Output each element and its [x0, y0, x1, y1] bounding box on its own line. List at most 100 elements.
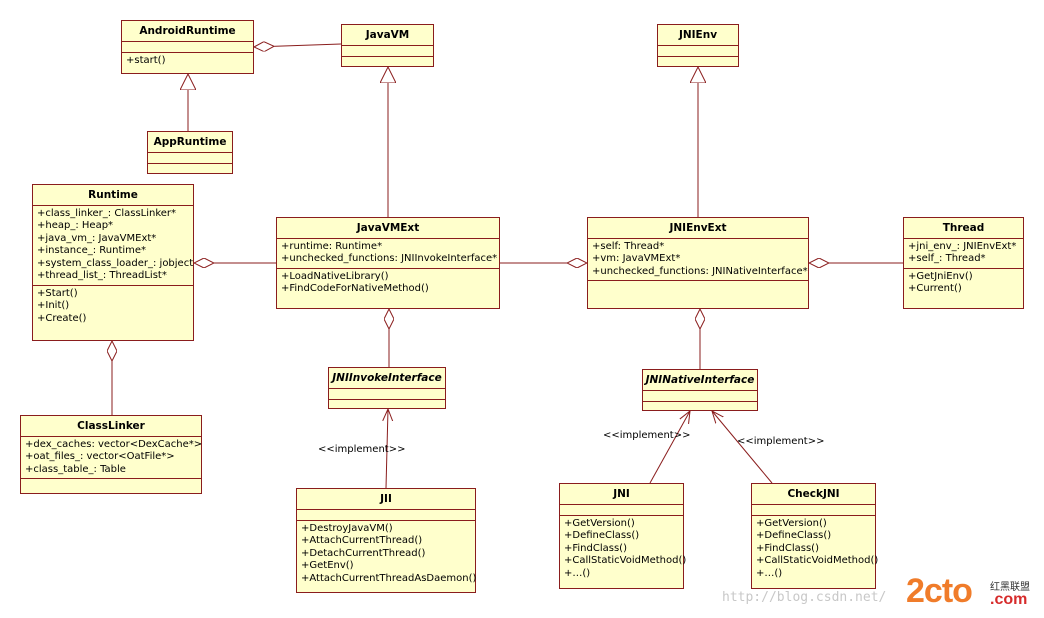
operation: +CallStaticVoidMethod() [564, 555, 687, 566]
link-javavm-androidruntime [254, 44, 342, 47]
attributes-section [752, 503, 875, 515]
class-name: AndroidRuntime [139, 25, 236, 37]
operation: +…() [756, 567, 783, 579]
class-name: JavaVM [365, 29, 410, 41]
attribute: +jni_env_: JNIEnvExt* [908, 240, 1017, 252]
attributes-section: +jni_env_: JNIEnvExt* +self_: Thread* [904, 237, 1023, 268]
attribute: +system_class_loader_: jobject [37, 257, 194, 269]
operations-section: +GetVersion() +DefineClass() +FindClass(… [752, 514, 878, 583]
operation: +AttachCurrentThreadAsDaemon() [301, 572, 477, 584]
operation: +Start() [37, 287, 78, 299]
attributes-section: +class_linker_: ClassLinker* +heap_: Hea… [33, 204, 194, 285]
operation: +start() [126, 54, 166, 66]
class-jni-env[interactable]: JNIEnv [657, 24, 739, 67]
operation: +AttachCurrentThread() [301, 535, 423, 546]
operations-section: +DestroyJavaVM() +AttachCurrentThread() … [297, 519, 477, 588]
class-name: JNIEnv [678, 29, 718, 41]
attribute: +heap_: Heap* [37, 220, 114, 231]
operation: +Current() [908, 283, 962, 294]
operation: +FindCodeForNativeMethod() [281, 283, 429, 294]
attribute: +dex_caches: vector<DexCache*> [25, 438, 203, 450]
operations-section [643, 400, 757, 412]
operation: +DefineClass() [564, 530, 640, 541]
attribute: +runtime: Runtime* [281, 240, 383, 252]
operations-section: +GetJniEnv() +Current() [904, 267, 1023, 298]
attributes-section [297, 508, 475, 520]
class-name: JII [380, 493, 392, 505]
attributes-section [148, 151, 232, 163]
link-jii-jniinvokeinterface [386, 409, 388, 489]
attributes-section [658, 44, 738, 56]
operations-section [148, 162, 232, 174]
operations-section [21, 478, 201, 489]
operations-section [342, 55, 433, 67]
link-checkjni-jninativeinterface [712, 411, 773, 484]
class-check-jni[interactable]: CheckJNI +GetVersion() +DefineClass() +F… [751, 483, 878, 589]
attributes-section: +self: Thread* +vm: JavaVMExt* +unchecke… [588, 237, 808, 281]
attributes-section [560, 503, 683, 515]
operations-section [588, 280, 808, 291]
class-thread[interactable]: Thread +jni_env_: JNIEnvExt* +self_: Thr… [903, 217, 1024, 309]
attribute: +class_table_: Table [25, 463, 126, 475]
class-java-vm-ext[interactable]: JavaVMExt +runtime: Runtime* +unchecked_… [276, 217, 500, 309]
attribute: +vm: JavaVMExt* [592, 253, 681, 264]
class-name: JNINativeInterface [645, 374, 755, 386]
class-jni[interactable]: JNI +GetVersion() +DefineClass() +FindCl… [559, 483, 687, 589]
attribute: +self_: Thread* [908, 253, 986, 264]
attribute: +unchecked_functions: JNIInvokeInterface… [281, 253, 498, 264]
class-jni-env-ext[interactable]: JNIEnvExt +self: Thread* +vm: JavaVMExt*… [587, 217, 809, 309]
class-name: AppRuntime [153, 136, 227, 148]
attributes-section [329, 387, 445, 399]
operation: +GetVersion() [564, 517, 635, 529]
class-name: Runtime [88, 189, 138, 201]
watermark-logo-mark: 2cto [906, 572, 973, 610]
class-name: Thread [942, 222, 985, 234]
operation: +DefineClass() [756, 530, 832, 541]
operation: +Init() [37, 300, 70, 311]
class-android-runtime[interactable]: AndroidRuntime +start() [121, 20, 254, 74]
operation: +GetEnv() [301, 560, 354, 571]
attribute: +self: Thread* [592, 240, 665, 252]
attributes-section: +runtime: Runtime* +unchecked_functions:… [277, 237, 499, 268]
stereotype-implement-check-jni: <<implement>> [737, 436, 825, 447]
watermark-url: http://blog.csdn.net/ [722, 590, 887, 605]
operation: +LoadNativeLibrary() [281, 270, 389, 282]
operations-section: +LoadNativeLibrary() +FindCodeForNativeM… [277, 267, 499, 298]
stereotype-implement-jii: <<implement>> [318, 444, 406, 455]
watermark-logo: 2cto 红黑联盟 .com [906, 572, 1040, 612]
class-jii[interactable]: JII +DestroyJavaVM() +AttachCurrentThrea… [296, 488, 476, 593]
class-app-runtime[interactable]: AppRuntime [147, 131, 233, 174]
class-jni-invoke-interface[interactable]: JNIInvokeInterface [328, 367, 446, 409]
class-name: CheckJNI [787, 488, 840, 500]
class-name: JNIEnvExt [669, 222, 727, 234]
attribute: +instance_: Runtime* [37, 245, 147, 256]
attribute: +java_vm_: JavaVMExt* [37, 232, 157, 244]
link-jni-jninativeinterface [649, 411, 690, 484]
operations-section: +start() [122, 51, 253, 70]
class-java-vm[interactable]: JavaVM [341, 24, 434, 67]
attribute: +class_linker_: ClassLinker* [37, 207, 177, 219]
operation: +GetJniEnv() [908, 270, 973, 282]
operation: +GetVersion() [756, 517, 827, 529]
class-jni-native-interface[interactable]: JNINativeInterface [642, 369, 758, 411]
operations-section: +GetVersion() +DefineClass() +FindClass(… [560, 514, 687, 583]
attributes-section [643, 389, 757, 401]
class-name: JavaVMExt [356, 222, 420, 234]
operation: +DestroyJavaVM() [301, 522, 393, 534]
operation: +FindClass() [756, 542, 819, 554]
operations-section [329, 398, 445, 410]
operation: +FindClass() [564, 542, 627, 554]
class-name: ClassLinker [77, 420, 145, 432]
operations-section: +Start() +Init() +Create() [33, 284, 193, 328]
class-class-linker[interactable]: ClassLinker +dex_caches: vector<DexCache… [20, 415, 202, 494]
operation: +DetachCurrentThread() [301, 547, 426, 559]
attributes-section [342, 44, 433, 56]
operations-section [658, 55, 738, 67]
watermark-logo-cn: 红黑联盟 [990, 582, 1030, 593]
operation: +…() [564, 567, 591, 579]
attribute: +oat_files_: vector<OatFile*> [25, 451, 175, 462]
operation: +Create() [37, 312, 87, 324]
class-runtime[interactable]: Runtime +class_linker_: ClassLinker* +he… [32, 184, 194, 341]
attribute: +unchecked_functions: JNINativeInterface… [592, 265, 808, 277]
